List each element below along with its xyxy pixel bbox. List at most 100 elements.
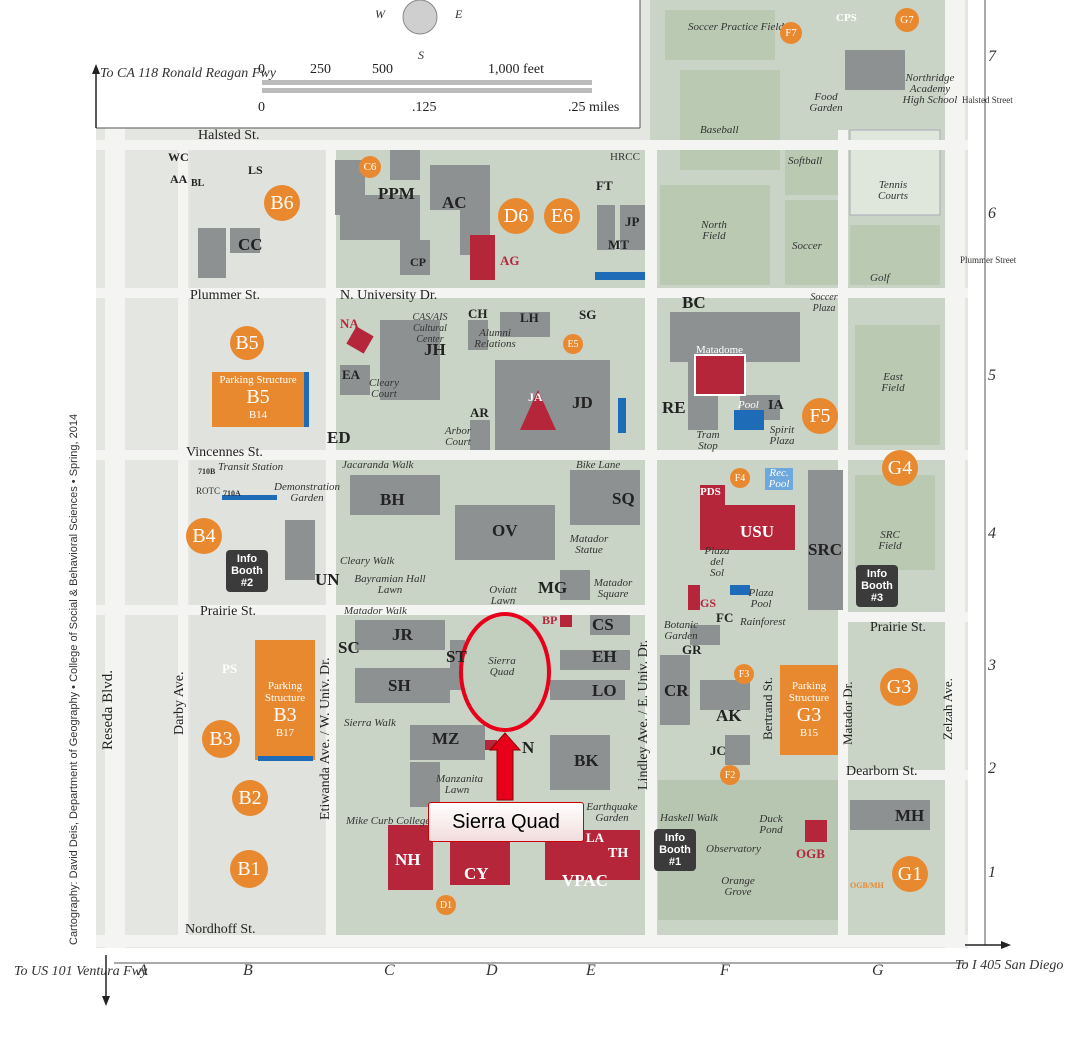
bldg-ed: ED xyxy=(327,428,351,447)
street-prairie-w: Prairie St. xyxy=(200,604,256,619)
bldg-usu: USU xyxy=(740,522,775,541)
bldg-bh: BH xyxy=(380,490,405,509)
place-matador-walk: Matador Walk xyxy=(344,605,407,617)
place-plaza-pool: Plaza Pool xyxy=(748,587,774,610)
parking-structure-b3-title: Parking Structure xyxy=(264,680,306,704)
bldg-jd: JD xyxy=(572,393,593,412)
grid-col-f: F xyxy=(720,962,730,979)
parking-structure-b5-sub: B14 xyxy=(248,409,268,421)
place-demo-garden: Demonstration Garden xyxy=(274,481,340,504)
street-lindley: Lindley Ave. / E. Univ. Dr. xyxy=(636,639,651,790)
place-soccer-practice: Soccer Practice Field xyxy=(688,21,784,33)
scale-feet-500: 500 xyxy=(372,62,393,77)
bldg-ppm: PPM xyxy=(378,184,415,203)
place-manzanita: Manzanita Lawn xyxy=(436,773,484,796)
place-mike-curb: Mike Curb College xyxy=(346,815,431,827)
grid-col-e: E xyxy=(586,962,596,979)
bldg-ja: JA xyxy=(528,390,543,404)
street-nordhoff: Nordhoff St. xyxy=(185,922,256,937)
place-tram: Tram Stop xyxy=(696,429,720,452)
place-cleary-walk: Cleary Walk xyxy=(340,555,395,567)
place-src-field: SRC Field xyxy=(878,529,902,552)
place-cleary-court: Cleary Court xyxy=(369,377,399,400)
to-south-label: To US 101 Ventura Fwy xyxy=(14,964,148,979)
bldg-na: NA xyxy=(340,316,359,331)
lot-g3: G3 xyxy=(880,668,918,706)
lot-f2: F2 xyxy=(720,765,740,785)
bldg-ov: OV xyxy=(492,521,518,540)
bldg-cc: CC xyxy=(238,235,263,254)
grid-row-7: 7 xyxy=(988,48,996,65)
lot-d1: D1 xyxy=(436,895,456,915)
parking-structure-g3-title: Parking Structure xyxy=(788,680,830,704)
street-dearborn: Dearborn St. xyxy=(846,764,918,779)
street-zelzah: Zelzah Ave. xyxy=(940,678,955,740)
scale-miles-125: .125 xyxy=(412,100,437,115)
lot-b1: B1 xyxy=(230,850,268,888)
place-earthquake: Earthquake Garden xyxy=(586,801,638,824)
bldg-mg: MG xyxy=(538,578,568,597)
bldg-eh: EH xyxy=(592,647,617,666)
bldg-bl: BL xyxy=(191,178,205,189)
lot-c6: C6 xyxy=(359,156,381,178)
parking-structure-b5: Parking Structure B5 B14 xyxy=(212,374,304,426)
parking-structure-b3-name: B3 xyxy=(273,704,297,726)
bldg-bk: BK xyxy=(574,751,599,770)
halsted-right-label: Halsted Street xyxy=(962,95,1013,105)
plummer-right-label: Plummer Street xyxy=(960,255,1017,265)
grid-row-1: 1 xyxy=(988,864,996,881)
place-botanic: Botanic Garden xyxy=(663,619,699,642)
lot-f5: F5 xyxy=(802,398,838,434)
street-bertrand: Bertrand St. xyxy=(760,677,775,740)
bldg-ch: CH xyxy=(468,306,488,321)
bldg-n: N xyxy=(522,738,535,757)
bldg-fc: FC xyxy=(716,610,734,625)
scale-feet-1000: 1,000 feet xyxy=(488,62,544,77)
place-alumni: Alumni Relations xyxy=(474,327,516,350)
to-north-label: To CA 118 Ronald Reagan Fwy xyxy=(100,66,276,81)
street-darby: Darby Ave. xyxy=(172,671,187,736)
bldg-vpac: VPAC xyxy=(562,871,608,890)
lot-f4: F4 xyxy=(730,468,750,488)
place-arbor-court: Arbor Court xyxy=(444,425,472,448)
grid-row-2: 2 xyxy=(988,760,996,777)
grid-col-a: A xyxy=(138,962,148,979)
bldg-wc: WC xyxy=(168,150,189,164)
place-matador-statue: Matador Statue xyxy=(569,533,609,556)
cartography-credit: Cartography: David Deis, Department of G… xyxy=(68,413,80,945)
bldg-bp: BP xyxy=(542,613,558,627)
ogb-mh-label: OGB/MH xyxy=(850,881,884,890)
bldg-cs: CS xyxy=(592,615,614,634)
lot-e6: E6 xyxy=(544,198,580,234)
street-plummer: Plummer St. xyxy=(190,288,261,303)
bldg-sc: SC xyxy=(338,638,360,657)
grid-row-3: 3 xyxy=(988,657,996,674)
place-haskell: Haskell Walk xyxy=(660,812,718,824)
place-sierra-walk: Sierra Walk xyxy=(344,717,396,729)
bldg-jr: JR xyxy=(392,625,413,644)
scale-feet-0: 0 xyxy=(258,62,265,77)
lot-e5: E5 xyxy=(563,334,583,354)
place-golf: Golf xyxy=(870,272,890,284)
scale-feet-250: 250 xyxy=(310,62,331,77)
bldg-ea: EA xyxy=(342,367,361,382)
bldg-un: UN xyxy=(315,570,340,589)
bldg-ac: AC xyxy=(442,193,467,212)
compass-s: S xyxy=(418,48,424,62)
place-softball: Softball xyxy=(788,155,823,167)
parking-structure-b3-sub: B17 xyxy=(275,727,295,739)
street-reseda: Reseda Blvd. xyxy=(100,670,116,750)
bldg-ag: AG xyxy=(500,253,520,268)
place-bayramian: Bayramian Hall Lawn xyxy=(354,573,426,596)
scale-miles-25: .25 miles xyxy=(568,100,620,115)
bldg-gs: GS xyxy=(700,596,717,610)
bldg-la: LA xyxy=(586,830,605,845)
bldg-pds: PDS xyxy=(700,486,721,498)
place-tennis: Tennis Courts xyxy=(878,179,908,202)
street-n-university: N. University Dr. xyxy=(340,288,438,303)
bldg-ak: AK xyxy=(716,706,742,725)
place-rainforest: Rainforest xyxy=(740,616,786,628)
place-710a: 710A xyxy=(223,489,241,498)
parking-structure-g3-name: G3 xyxy=(796,704,822,726)
place-east-field: East Field xyxy=(881,371,905,394)
